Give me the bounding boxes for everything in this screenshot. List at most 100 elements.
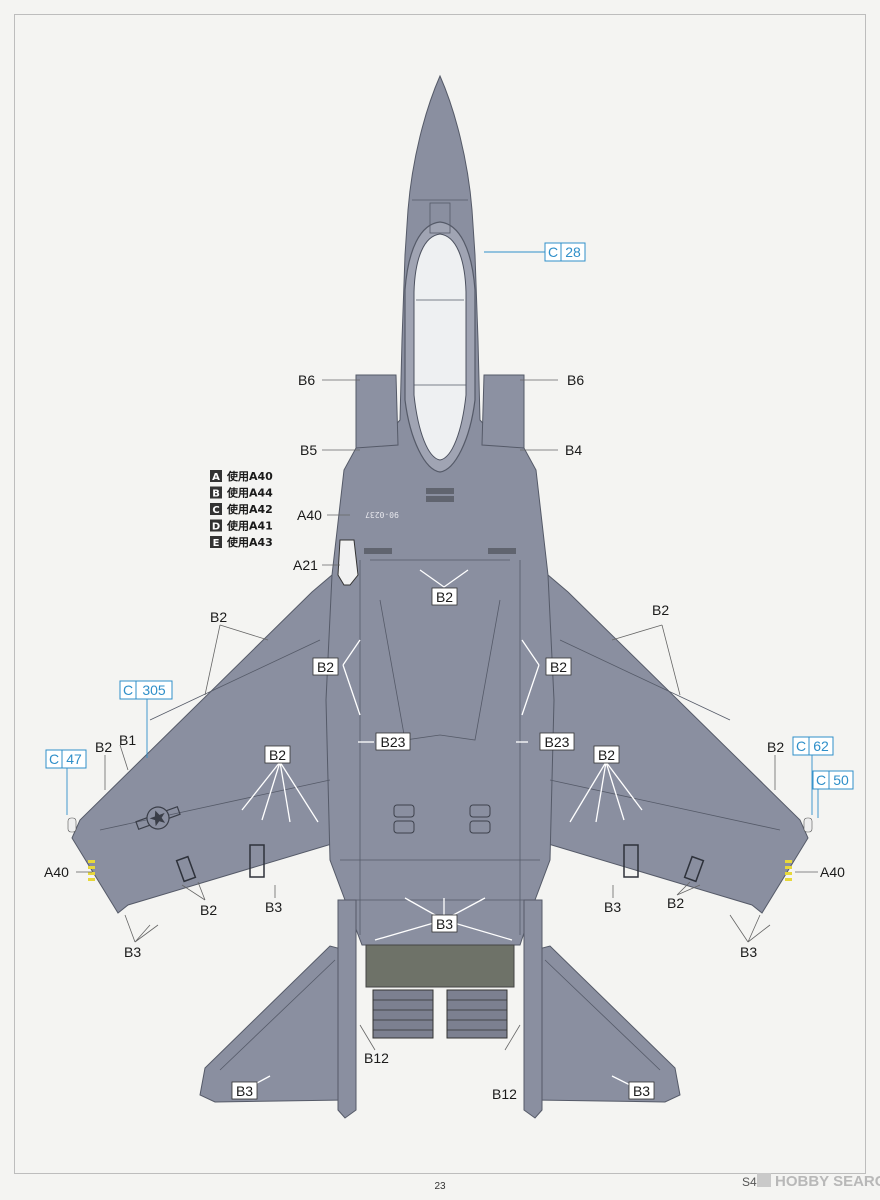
left-wing-rear-line xyxy=(99,779,331,831)
label-b3-right-wing: B3 xyxy=(740,944,757,960)
legend-letter: D xyxy=(212,522,220,533)
label-a40-right: A40 xyxy=(820,864,845,880)
aircraft-silhouette: 90-0237 xyxy=(67,74,813,1119)
label-b2-right-low: B2 xyxy=(598,747,615,763)
box-b3-center xyxy=(431,914,458,933)
box-b23-right xyxy=(539,732,575,751)
legend-item-c: C 使用A42 xyxy=(210,502,273,516)
left-intake xyxy=(355,374,399,449)
svg-text:47: 47 xyxy=(66,751,82,767)
label-a21: A21 xyxy=(293,557,318,573)
svg-text:50: 50 xyxy=(833,772,849,788)
nose-hatch xyxy=(429,202,451,234)
label-b6-right: B6 xyxy=(567,372,584,388)
box-b2-right-low xyxy=(593,745,620,764)
label-b2-left-box: B2 xyxy=(317,659,334,675)
national-insignia xyxy=(135,805,181,831)
svg-text:28: 28 xyxy=(565,244,581,260)
legend-text: 使用A41 xyxy=(226,519,273,533)
label-b2-right-bottom: B2 xyxy=(667,895,684,911)
spine-v-panel xyxy=(379,599,501,741)
label-b23-left: B23 xyxy=(381,734,406,750)
legend-letter: B xyxy=(212,489,220,500)
legend-swatch xyxy=(210,503,222,515)
aft-vents xyxy=(364,488,516,554)
callout-c47: C 47 xyxy=(45,749,87,769)
label-b3-right-mid: B3 xyxy=(604,899,621,915)
right-stabilizer xyxy=(534,945,681,1103)
label-b2-right-wing: B2 xyxy=(652,602,669,618)
legend-text: 使用A42 xyxy=(226,502,273,516)
svg-text:305: 305 xyxy=(142,682,166,698)
part-labels: B6 B6 B5 B4 A40 A21 B2 B2 B2 B2 B2 B23 B… xyxy=(44,372,845,1102)
label-b5: B5 xyxy=(300,442,317,458)
right-flap-vent xyxy=(623,844,639,878)
box-b3-right-tail xyxy=(628,1081,655,1100)
label-a40-left: A40 xyxy=(44,864,69,880)
main-gear-bay xyxy=(365,944,515,988)
right-tail-boom xyxy=(523,899,543,1119)
right-wing-rear-line xyxy=(549,779,781,831)
label-a40-top: A40 xyxy=(297,507,322,523)
svg-text:C: C xyxy=(49,751,59,767)
legend-letter: C xyxy=(212,505,219,516)
legend-item-d: D 使用A41 xyxy=(210,519,273,533)
label-b2-fuselage: B2 xyxy=(436,589,453,605)
box-b23-left xyxy=(375,732,411,751)
right-wing xyxy=(534,573,809,914)
label-b1: B1 xyxy=(119,732,136,748)
right-wingtip-yellow xyxy=(785,860,792,881)
right-aileron-vent xyxy=(683,855,705,883)
c-callouts: C 28 C 305 C 47 C 62 xyxy=(45,242,854,790)
box-b2-fuselage xyxy=(431,587,458,606)
svg-text:C: C xyxy=(548,244,558,260)
canopy-glass xyxy=(413,233,467,461)
legend-swatch xyxy=(210,536,222,548)
callout-c62: C 62 xyxy=(792,736,834,756)
box-b2-left-low xyxy=(264,745,291,764)
right-wingtip-light xyxy=(803,817,813,833)
right-stab-line xyxy=(544,959,661,1071)
left-aileron-vent xyxy=(175,855,197,883)
footer-code: S4 xyxy=(742,1175,757,1189)
callout-c305: C 305 xyxy=(119,680,173,700)
label-b12-left: B12 xyxy=(364,1050,389,1066)
left-wingtip-yellow xyxy=(88,860,95,881)
watermark: HOBBY SEARCH xyxy=(757,1173,880,1190)
page-frame xyxy=(14,14,866,1174)
watermark-logo-icon xyxy=(757,1173,771,1187)
label-b2-left-wing: B2 xyxy=(210,609,227,625)
label-b2-left-bottom: B2 xyxy=(200,902,217,918)
legend-text: 使用A40 xyxy=(226,469,273,483)
callout-c28: C 28 xyxy=(544,242,586,262)
box-b2-right xyxy=(545,657,572,676)
legend-text: 使用A43 xyxy=(226,535,273,549)
engine-hatches xyxy=(393,804,491,834)
right-wing-spar xyxy=(559,639,731,721)
svg-text:62: 62 xyxy=(813,738,829,754)
label-b2-left-tip: B2 xyxy=(95,739,112,755)
left-flap-vent xyxy=(249,844,265,878)
label-b3-center: B3 xyxy=(436,916,453,932)
left-wing xyxy=(71,573,346,914)
page-number: 23 xyxy=(434,1181,446,1192)
leader-lines xyxy=(66,251,819,1091)
bomb-rack-right xyxy=(446,989,508,1039)
right-intake xyxy=(481,374,525,449)
bomb-rack-left xyxy=(372,989,434,1039)
legend-swatch xyxy=(210,519,222,532)
svg-text:C: C xyxy=(816,772,826,788)
box-b2-left xyxy=(312,657,339,676)
legend-swatch xyxy=(210,470,222,482)
a21-part-outline xyxy=(337,539,359,586)
label-b2-right-box: B2 xyxy=(550,659,567,675)
label-b3-left-mid: B3 xyxy=(265,899,282,915)
label-b2-right-tip: B2 xyxy=(767,739,784,755)
label-b3-left-tail: B3 xyxy=(236,1083,253,1099)
callout-c50: C 50 xyxy=(812,770,854,790)
